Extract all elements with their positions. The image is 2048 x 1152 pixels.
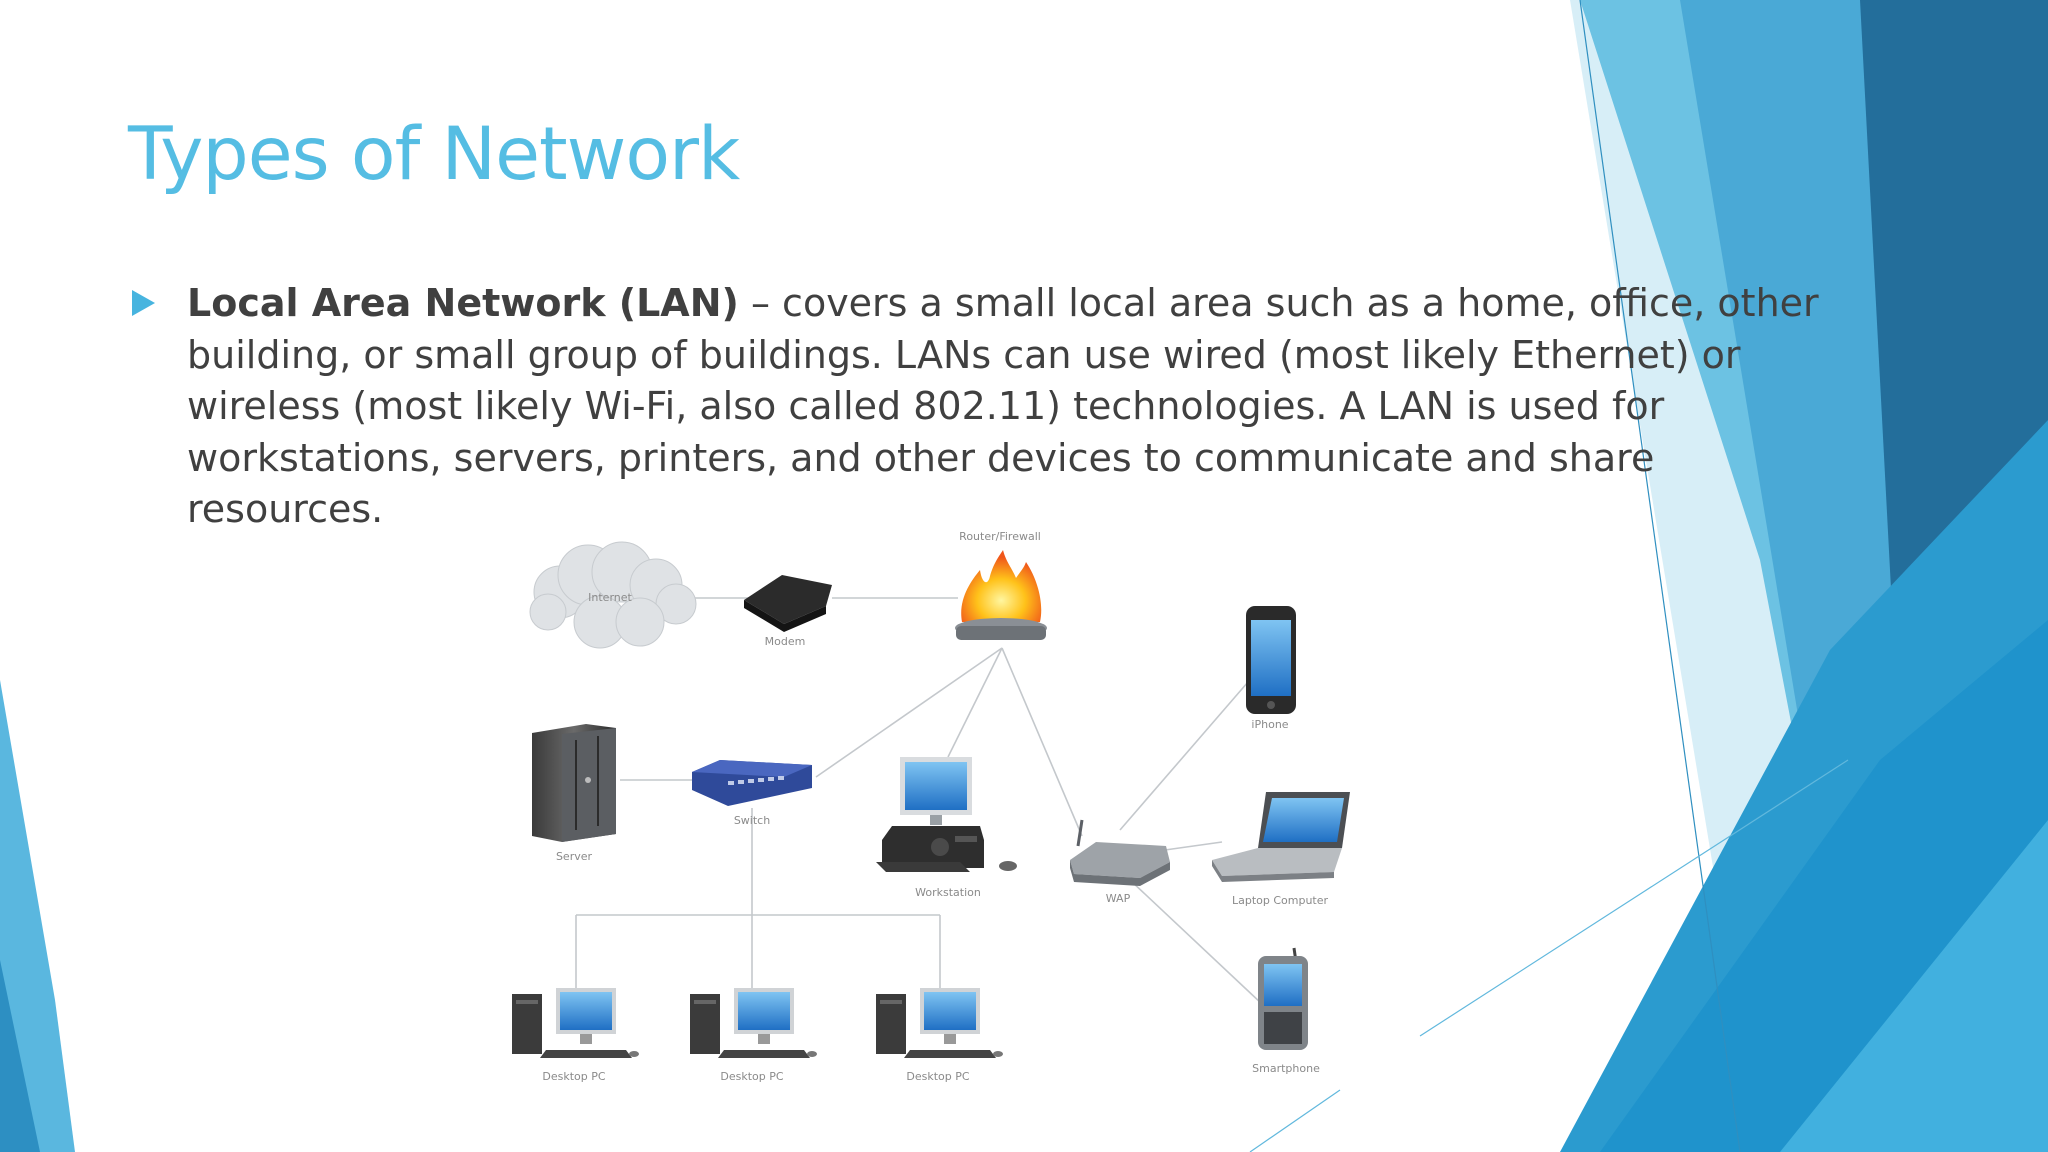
switch-icon: Switch xyxy=(692,760,812,827)
thin-line-1 xyxy=(1579,0,1741,1152)
bullet-line-1: Local Area Network (LAN) – covers a smal… xyxy=(187,278,1827,330)
modem-icon: Modem xyxy=(744,575,832,648)
laptop-label: Laptop Computer xyxy=(1232,894,1329,907)
bullet-triangle-icon xyxy=(132,290,155,316)
wap-icon: WAP xyxy=(1070,819,1170,905)
bullet-line-4: workstations, servers, printers, and oth… xyxy=(187,435,1655,480)
bullet-line-1-rest: – covers a small local area such as a ho… xyxy=(738,281,1819,325)
desktop-pc-2-label: Desktop PC xyxy=(720,1070,783,1083)
thin-line-2 xyxy=(1419,759,1849,1037)
switch-label: Switch xyxy=(734,814,770,827)
bullet-line-2: building, or small group of buildings. L… xyxy=(187,332,1741,377)
iphone-icon: iPhone xyxy=(1246,606,1296,731)
left-shape-dark xyxy=(0,960,40,1152)
desktop-pc-2-icon: Desktop PC xyxy=(690,988,817,1083)
modem-label: Modem xyxy=(765,635,806,648)
desktop-pc-3-label: Desktop PC xyxy=(906,1070,969,1083)
bullet-line-5: resources. xyxy=(187,487,384,531)
iphone-label: iPhone xyxy=(1251,718,1288,731)
slide-title: Types of Network xyxy=(128,112,740,197)
internet-label: Internet xyxy=(588,591,632,604)
desktop-pc-1-label: Desktop PC xyxy=(542,1070,605,1083)
desktop-pc-3-icon: Desktop PC xyxy=(876,988,1003,1083)
left-shape-light xyxy=(0,680,75,1152)
laptop-icon: Laptop Computer xyxy=(1212,792,1350,907)
desktop-pc-1-icon: Desktop PC xyxy=(512,988,639,1083)
workstation-label: Workstation xyxy=(915,886,981,899)
bullet-line-3: wireless (most likely Wi-Fi, also called… xyxy=(187,384,1665,428)
smartphone-label: Smartphone xyxy=(1252,1062,1320,1075)
bullet-text: Local Area Network (LAN) – covers a smal… xyxy=(187,278,1827,536)
router-firewall-icon: Router/Firewall xyxy=(955,530,1047,640)
internet-cloud-icon: Internet xyxy=(529,541,697,649)
smartphone-icon: Smartphone xyxy=(1252,947,1320,1075)
server-label: Server xyxy=(556,850,593,863)
thin-line-3 xyxy=(1249,1089,1341,1152)
router-label: Router/Firewall xyxy=(959,530,1041,543)
bullet-term: Local Area Network (LAN) xyxy=(187,281,739,325)
bottom-shape-accent xyxy=(1780,820,2048,1152)
wap-label: WAP xyxy=(1106,892,1131,905)
server-icon: Server xyxy=(532,724,616,863)
workstation-icon: Workstation xyxy=(876,757,1017,899)
